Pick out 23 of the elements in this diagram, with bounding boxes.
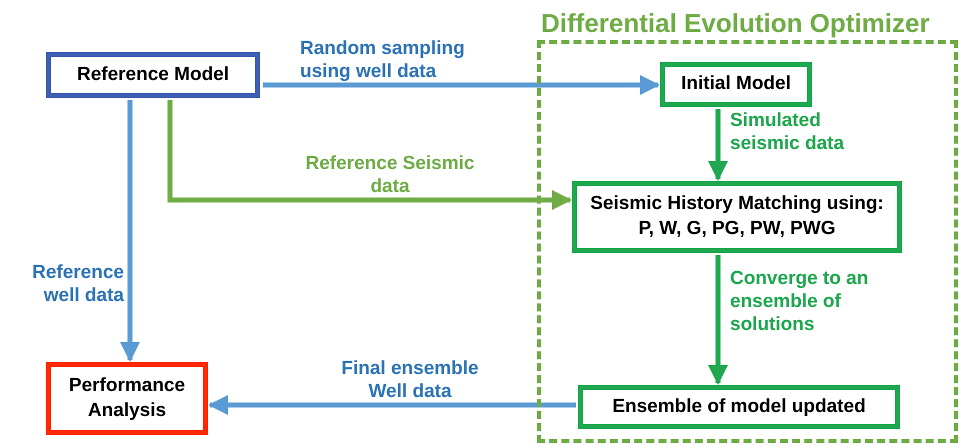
edge-label: Reference Seismic data xyxy=(304,153,476,199)
edge-label: Reference well data xyxy=(31,262,124,308)
node-label: Performance Analysis xyxy=(68,374,186,422)
edge-label: Random sampling using well data xyxy=(300,38,466,84)
group-title: Differential Evolution Optimizer xyxy=(541,7,930,40)
arrow xyxy=(168,100,572,210)
edge-label: Final ensemble Well data xyxy=(340,358,480,404)
arrow xyxy=(708,109,728,181)
process-box xyxy=(578,385,900,429)
process-box xyxy=(660,62,812,107)
edge-label: Simulated seismic data xyxy=(730,110,846,156)
node-label: Ensemble of model updated xyxy=(611,394,867,419)
arrow xyxy=(208,395,576,415)
process-box xyxy=(46,52,260,98)
arrow xyxy=(263,75,660,95)
node-label: Reference Model xyxy=(76,62,230,87)
node-label: Seismic History Matching using: P, W, G, PG, PW, PWG xyxy=(589,192,885,241)
process-box xyxy=(46,362,208,435)
node-label: Initial Model xyxy=(680,72,792,96)
edge-label: Converge to an ensemble of solutions xyxy=(730,268,870,336)
arrow xyxy=(120,100,140,362)
process-box xyxy=(572,181,902,253)
arrow xyxy=(708,255,728,385)
